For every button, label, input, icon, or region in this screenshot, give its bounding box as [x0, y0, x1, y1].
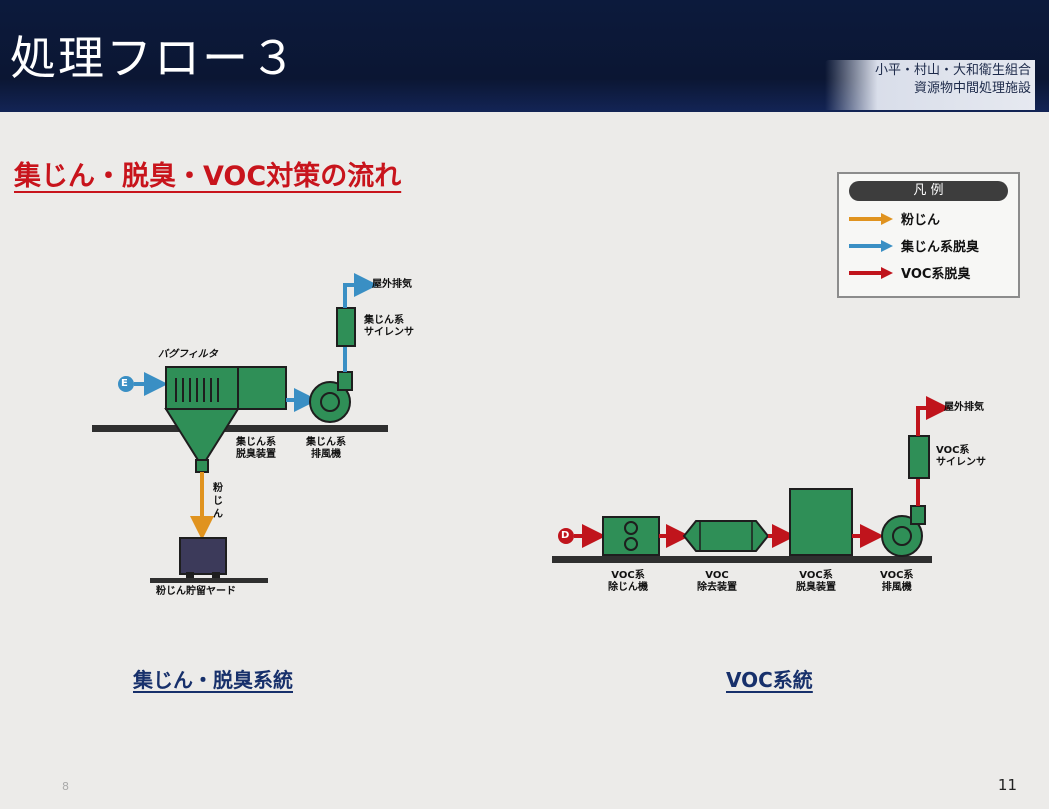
org-name: 小平・村山・大和衛生組合: [874, 63, 1031, 78]
collect-fan-label: 集じん系 排風機: [306, 437, 346, 460]
dust-flow-label: 粉じん: [213, 483, 223, 520]
voc-silencer-label: VOC系 サイレンサ: [936, 445, 986, 468]
voc-fan-label: VOC系 排風機: [880, 570, 914, 593]
dust-yard-floor: [150, 578, 268, 583]
corner-mark: 8: [62, 780, 69, 793]
voc-outlet-label: 屋外排気: [944, 402, 984, 413]
facility-name: 資源物中間処理施設: [913, 81, 1031, 96]
collect-deodorizer-label: 集じん系 脱臭装置: [236, 437, 276, 460]
dust-container: [179, 537, 227, 575]
voc-inlet-marker: [558, 528, 574, 544]
red-arrow-icon: [849, 266, 893, 279]
bag-filter-label: バグフィルタ: [158, 349, 218, 360]
voc-inlet-letter: D: [561, 530, 570, 541]
voc-remover-label: VOC 除去装置: [697, 570, 737, 593]
voc-fan: [881, 515, 923, 557]
legend-label-collect-deodor: 集じん系脱臭: [901, 240, 980, 255]
left-inlet-letter: E: [121, 378, 128, 389]
legend-item-voc: VOC系脱臭: [839, 259, 1018, 286]
voc-silencer: [908, 435, 930, 479]
collect-deodorizer: [237, 366, 287, 410]
blue-arrow-icon: [849, 239, 893, 252]
legend-label-dust: 粉じん: [901, 213, 941, 228]
collect-silencer: [336, 307, 356, 347]
collect-silencer-label: 集じん系 サイレンサ: [364, 315, 414, 338]
legend-label-voc: VOC系脱臭: [901, 267, 971, 282]
page-number: 11: [997, 776, 1017, 794]
voc-deodorizer: [789, 488, 853, 556]
voc-system-title: VOC系統: [726, 668, 813, 692]
slide-title: 処理フロー３: [10, 31, 298, 85]
bag-filter-bags: [175, 378, 219, 402]
dust-yard-label: 粉じん貯留ヤード: [156, 586, 236, 597]
voc-dust-collector-label: VOC系 除じん機: [608, 570, 648, 593]
legend-item-dust: 粉じん: [839, 205, 1018, 232]
bag-filter-hopper: [164, 408, 240, 461]
collect-fan: [309, 381, 351, 423]
voc-floor: [552, 556, 932, 563]
voc-deodorizer-label: VOC系 脱臭装置: [796, 570, 836, 593]
left-floor: [92, 425, 388, 432]
legend-title: 凡 例: [849, 181, 1008, 201]
left-outlet-label: 屋外排気: [372, 279, 412, 290]
voc-remover: [682, 520, 770, 552]
legend-item-collect-deodor: 集じん系脱臭: [839, 232, 1018, 259]
left-inlet-marker: [118, 376, 134, 392]
flow-subtitle: 集じん・脱臭・VOC対策の流れ: [14, 161, 402, 192]
left-system-title: 集じん・脱臭系統: [133, 668, 293, 692]
orange-arrow-icon: [849, 212, 893, 225]
slide-header: 処理フロー３ 小平・村山・大和衛生組合 資源物中間処理施設: [0, 0, 1049, 112]
legend-box: 凡 例 粉じん 集じん系脱臭 VOC系脱臭: [837, 172, 1020, 298]
organization-label: 小平・村山・大和衛生組合 資源物中間処理施設: [825, 60, 1035, 110]
